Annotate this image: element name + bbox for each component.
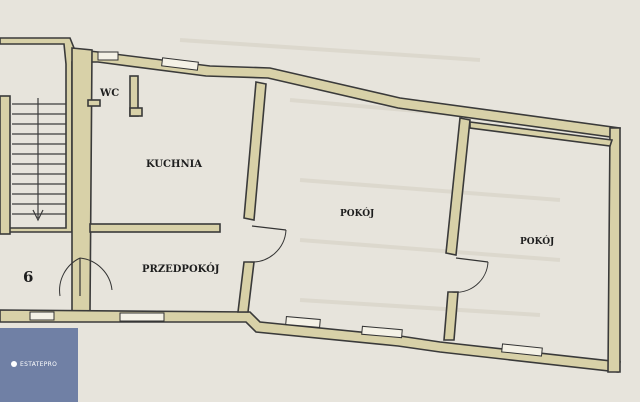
- window-stair: [29, 311, 55, 321]
- exterior-walls: [0, 47, 621, 373]
- window-pokoj1-b: [361, 325, 403, 339]
- room-label-wc: WC: [99, 88, 119, 99]
- watermark: ESTATEPRO: [0, 328, 78, 402]
- window-kitchen: [161, 57, 199, 71]
- room-labels: WC KUCHNIA PRZEDPOKÓJ POKÓJ POKÓJ: [99, 88, 554, 275]
- room-label-kuchnia: KUCHNIA: [146, 159, 202, 170]
- stairwell-number: 6: [23, 268, 33, 286]
- room-label-pokoj-1: POKÓJ: [340, 207, 374, 219]
- windows: [29, 51, 543, 357]
- window-hall: [119, 312, 165, 322]
- stairwell: 6: [0, 37, 79, 286]
- stair-steps: [12, 98, 66, 222]
- room-label-pokoj-2: POKÓJ: [520, 235, 554, 247]
- window-wc: [97, 51, 119, 61]
- background-texture: [179, 38, 561, 317]
- doors: [59, 225, 489, 297]
- room-label-przedpokoj: PRZEDPOKÓJ: [142, 263, 220, 275]
- door-entrance: [59, 257, 113, 297]
- window-pokoj1-a: [285, 315, 321, 329]
- window-pokoj2: [501, 343, 543, 357]
- door-pokoj2: [451, 257, 489, 293]
- watermark-text: ESTATEPRO: [20, 361, 57, 368]
- interior-walls: [87, 75, 614, 341]
- door-pokoj1: [249, 225, 287, 263]
